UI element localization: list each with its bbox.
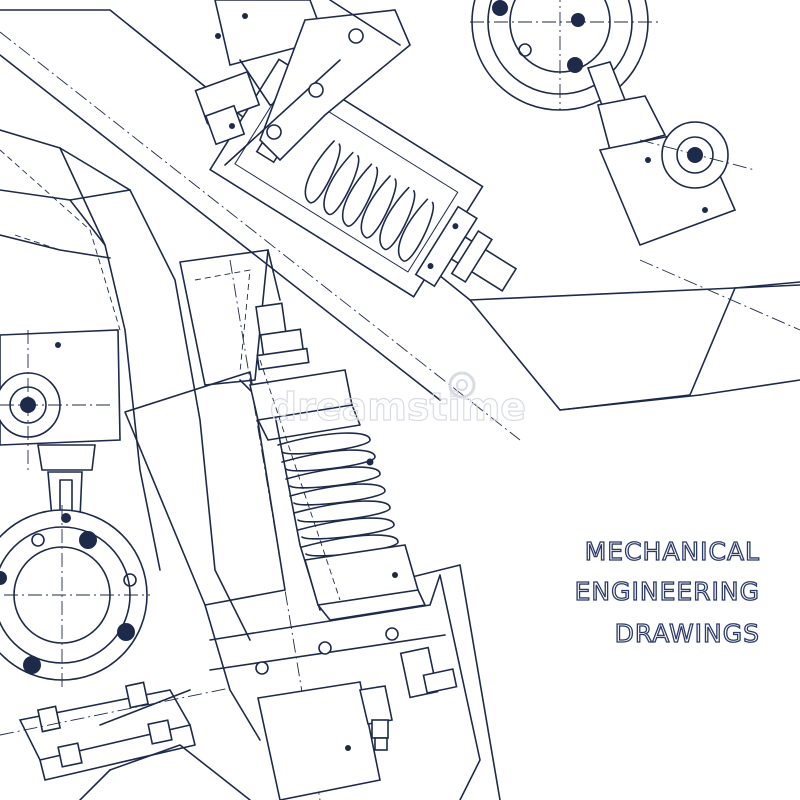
title-block: MECHANICAL ENGINEERING DRAWINGS [574,536,760,648]
left-duct [0,129,251,641]
left-gauge [0,329,150,690]
watermark: dreamstime [269,371,527,430]
svg-text:dreamstime: dreamstime [270,385,526,429]
title-line-1: MECHANICAL [585,537,760,566]
bottom-box [255,627,458,800]
vertical-spring-assembly [249,302,426,621]
bottom-base [0,681,251,800]
title-line-3: DRAWINGS [615,619,760,648]
diagonal-spring-assembly [209,58,518,298]
title-line-2: ENGINEERING [575,577,760,606]
top-right-gauge [470,0,756,247]
top-bracket [194,0,411,166]
diagonal-beam [0,9,800,441]
